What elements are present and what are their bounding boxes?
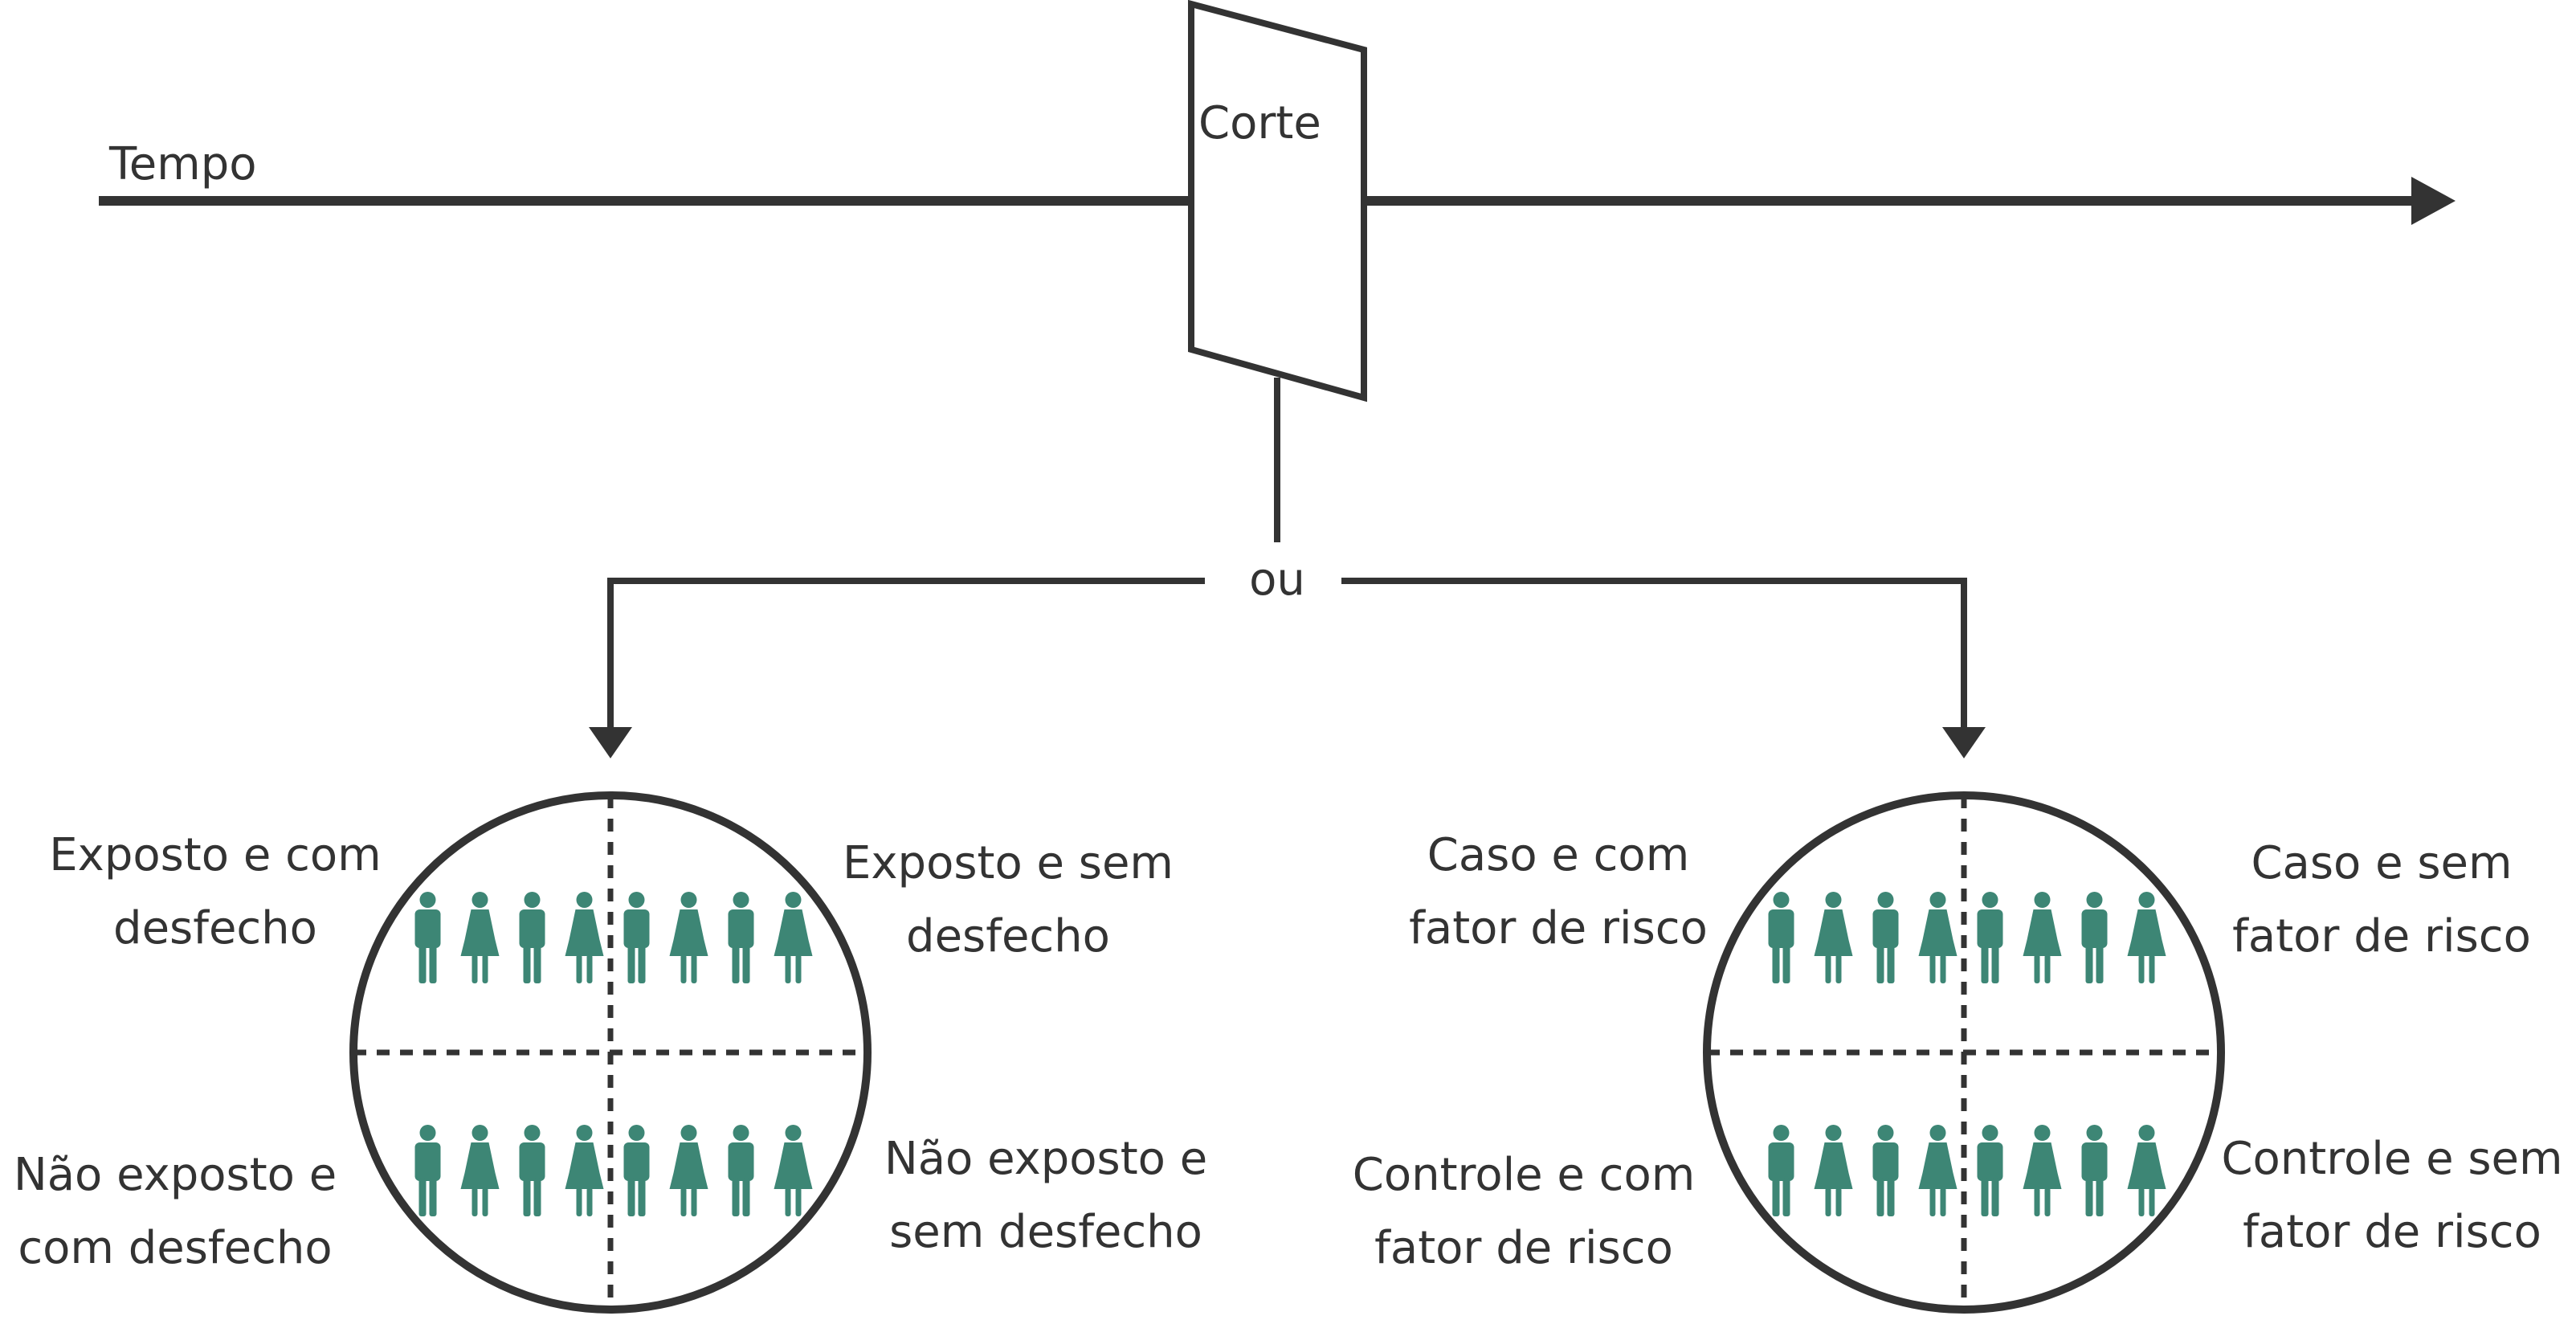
svg-text:fator de risco: fator de risco — [1374, 1222, 1673, 1274]
man-icon — [2081, 1125, 2108, 1216]
man-icon — [623, 892, 650, 983]
figures-row-top — [414, 892, 813, 983]
figures-row-top — [1768, 892, 2166, 983]
woman-icon — [1814, 892, 1853, 983]
woman-icon — [2127, 1125, 2166, 1216]
population-circle-left — [349, 791, 872, 1314]
woman-icon — [774, 892, 813, 983]
woman-icon — [2023, 892, 2062, 983]
svg-text:Não exposto e: Não exposto e — [884, 1133, 1207, 1185]
svg-text:Controle e sem: Controle e sem — [2221, 1133, 2562, 1185]
figures-row-bottom — [1768, 1125, 2166, 1216]
man-icon — [1977, 1125, 2003, 1216]
population-circle-right — [1703, 791, 2225, 1314]
woman-icon — [2127, 892, 2166, 983]
man-icon — [1768, 1125, 1794, 1216]
man-icon — [519, 1125, 545, 1216]
arrow-head-icon — [2411, 177, 2456, 225]
quadrant-label-control-without-risk: Controle e sem fator de risco — [2221, 1133, 2562, 1258]
man-icon — [1977, 892, 2003, 983]
woman-icon — [669, 1125, 708, 1216]
cross-section-label: Corte — [1198, 97, 1321, 149]
quadrant-label-unexposed-without-outcome: Não exposto e sem desfecho — [884, 1133, 1207, 1258]
woman-icon — [1918, 1125, 1958, 1216]
man-icon — [519, 892, 545, 983]
figures-row-bottom — [414, 1125, 813, 1216]
man-icon — [414, 892, 441, 983]
man-icon — [728, 892, 754, 983]
quadrant-label-case-without-risk: Caso e sem fator de risco — [2232, 837, 2531, 962]
woman-icon — [565, 892, 604, 983]
man-icon — [1768, 892, 1794, 983]
svg-text:fator de risco: fator de risco — [2232, 910, 2531, 962]
quadrant-label-unexposed-with-outcome: Não exposto e com desfecho — [14, 1149, 337, 1274]
svg-text:Caso e com: Caso e com — [1427, 829, 1690, 881]
quadrant-label-exposed-with-outcome: Exposto e com desfecho — [49, 829, 381, 954]
svg-text:Exposto e sem: Exposto e sem — [843, 837, 1174, 889]
time-label: Tempo — [108, 138, 257, 190]
woman-icon — [1918, 892, 1958, 983]
branch-connector — [607, 378, 1967, 739]
svg-text:sem desfecho: sem desfecho — [889, 1206, 1202, 1258]
man-icon — [728, 1125, 754, 1216]
woman-icon — [565, 1125, 604, 1216]
branch-or-label: ou — [1249, 554, 1305, 606]
woman-icon — [774, 1125, 813, 1216]
svg-text:Caso e sem: Caso e sem — [2251, 837, 2512, 889]
svg-text:desfecho: desfecho — [113, 902, 317, 954]
svg-text:Controle e com: Controle e com — [1353, 1149, 1696, 1201]
svg-text:fator de risco: fator de risco — [1409, 902, 1708, 954]
arrow-head-icon — [1942, 727, 1986, 758]
svg-text:fator de risco: fator de risco — [2243, 1206, 2541, 1258]
svg-text:Exposto e com: Exposto e com — [49, 829, 381, 881]
man-icon — [623, 1125, 650, 1216]
quadrant-label-case-with-risk: Caso e com fator de risco — [1409, 829, 1708, 954]
man-icon — [1872, 1125, 1899, 1216]
woman-icon — [2023, 1125, 2062, 1216]
woman-icon — [460, 892, 500, 983]
man-icon — [1872, 892, 1899, 983]
quadrant-label-control-with-risk: Controle e com fator de risco — [1353, 1149, 1696, 1274]
man-icon — [414, 1125, 441, 1216]
svg-text:Não exposto e: Não exposto e — [14, 1149, 337, 1201]
svg-text:com desfecho: com desfecho — [18, 1222, 332, 1274]
cross-section-plane — [1188, 0, 1367, 403]
woman-icon — [1814, 1125, 1853, 1216]
quadrant-label-exposed-without-outcome: Exposto e sem desfecho — [843, 837, 1174, 962]
arrow-head-icon — [589, 727, 632, 758]
woman-icon — [669, 892, 708, 983]
svg-text:desfecho: desfecho — [906, 910, 1110, 962]
woman-icon — [460, 1125, 500, 1216]
man-icon — [2081, 892, 2108, 983]
